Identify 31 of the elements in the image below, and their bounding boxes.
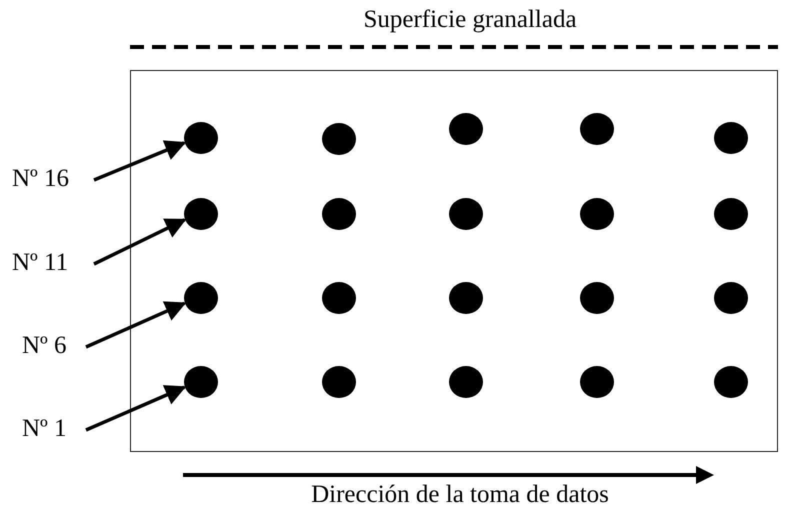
measurement-point: [184, 366, 218, 398]
measurement-point: [580, 366, 614, 398]
point-number-label: Nº 11: [12, 248, 68, 278]
measurement-point: [184, 282, 218, 314]
measurement-point: [184, 122, 218, 154]
measurement-point: [322, 366, 356, 398]
point-number-label: Nº 6: [22, 331, 67, 361]
measurement-point: [322, 123, 356, 155]
pointer-arrow: [93, 218, 187, 266]
point-number-label: Nº 1: [22, 414, 67, 444]
measurement-point: [184, 198, 218, 230]
direction-label: Dirección de la toma de datos: [311, 480, 609, 510]
pointer-arrow: [93, 140, 186, 182]
measurement-point: [580, 198, 614, 230]
measurement-point: [322, 198, 356, 230]
measurement-point: [714, 366, 748, 398]
point-number-label: Nº 16: [12, 164, 70, 194]
measurement-point: [580, 113, 614, 145]
measurement-point: [580, 282, 614, 314]
surface-label: Superficie granallada: [363, 5, 577, 35]
measurement-point: [449, 198, 483, 230]
measurement-point: [714, 198, 748, 230]
measurement-point: [449, 366, 483, 398]
measurement-point: [714, 282, 748, 314]
measurement-point: [449, 282, 483, 314]
pointer-arrow: [85, 385, 186, 432]
measurement-point: [449, 113, 483, 145]
pointer-arrow: [85, 301, 186, 349]
measurement-point: [322, 282, 356, 314]
measurement-point: [714, 122, 748, 154]
sample-frame: [130, 70, 778, 452]
